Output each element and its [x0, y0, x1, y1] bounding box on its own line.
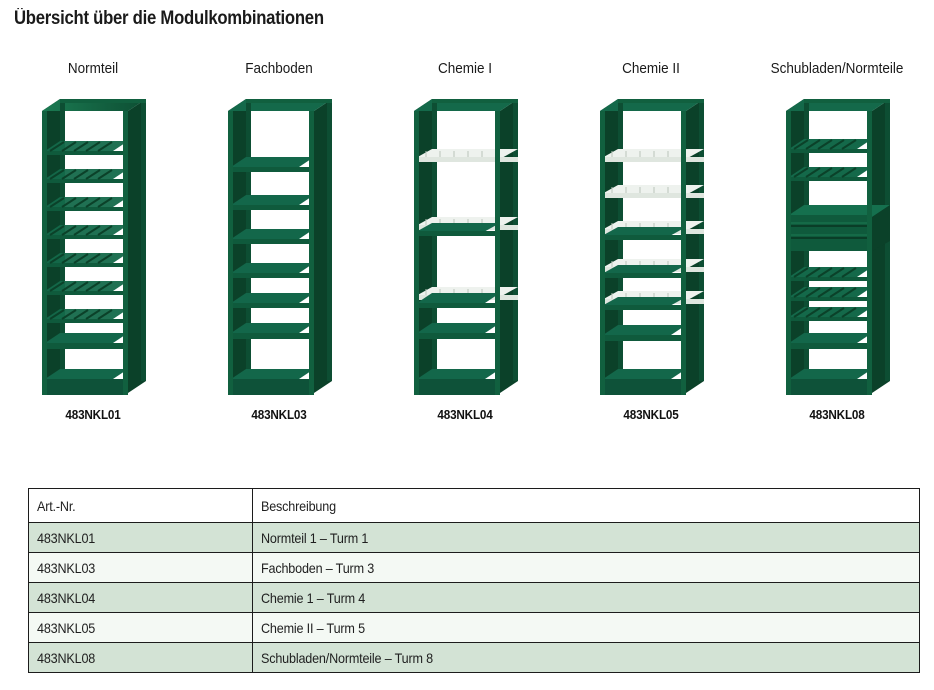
rack-chemie-1-icon [396, 93, 536, 399]
cell-description: Chemie 1 – Turm 4 [252, 582, 920, 613]
module-card-chemie-1: Chemie I [372, 55, 558, 435]
table-header-art-nr: Art.-Nr. [28, 488, 253, 523]
module-art-nr: 483NKL03 [251, 407, 307, 422]
cell-art-nr: 483NKL01 [28, 522, 253, 553]
table-row: 483NKL03 Fachboden – Turm 3 [28, 552, 920, 583]
module-card-chemie-2: Chemie II [558, 55, 744, 435]
table-row: 483NKL05 Chemie II – Turm 5 [28, 612, 920, 643]
module-art-nr: 483NKL05 [623, 407, 679, 422]
table-header-beschreibung: Beschreibung [252, 488, 920, 523]
module-title: Chemie II [622, 60, 680, 77]
rack-chemie-2-icon [582, 93, 722, 399]
table-row: 483NKL08 Schubladen/Normteile – Turm 8 [28, 642, 920, 673]
cell-art-nr: 483NKL08 [28, 642, 253, 673]
module-spec-table: Art.-Nr. Beschreibung 483NKL01 Normteil … [28, 488, 920, 673]
table-row: 483NKL04 Chemie 1 – Turm 4 [28, 582, 920, 613]
module-card-fachboden: Fachboden [186, 55, 372, 435]
module-title: Schubladen/Normteile [770, 60, 904, 77]
cell-description: Normteil 1 – Turm 1 [252, 522, 920, 553]
cell-art-nr: 483NKL04 [28, 582, 253, 613]
cell-description: Fachboden – Turm 3 [252, 552, 920, 583]
module-art-nr: 483NKL01 [65, 407, 121, 422]
module-card-schubladen-normteile: Schubladen/Normteile [744, 55, 930, 435]
table-row: 483NKL01 Normteil 1 – Turm 1 [28, 522, 920, 553]
module-overview-row: Normteil [0, 55, 934, 435]
module-title: Normteil [67, 60, 119, 77]
module-art-nr: 483NKL04 [437, 407, 493, 422]
page-title: Übersicht über die Modulkombinationen [14, 8, 324, 29]
module-title: Fachboden [245, 60, 313, 77]
module-card-normteil: Normteil [0, 55, 186, 435]
rack-schubladen-normteile-icon [768, 93, 908, 399]
table-header-row: Art.-Nr. Beschreibung [28, 488, 920, 523]
module-title: Chemie I [437, 60, 493, 77]
cell-description: Chemie II – Turm 5 [252, 612, 920, 643]
cell-art-nr: 483NKL05 [28, 612, 253, 643]
rack-normteil-icon [24, 93, 164, 399]
cell-art-nr: 483NKL03 [28, 552, 253, 583]
cell-description: Schubladen/Normteile – Turm 8 [252, 642, 920, 673]
rack-fachboden-icon [210, 93, 350, 399]
module-art-nr: 483NKL08 [809, 407, 865, 422]
